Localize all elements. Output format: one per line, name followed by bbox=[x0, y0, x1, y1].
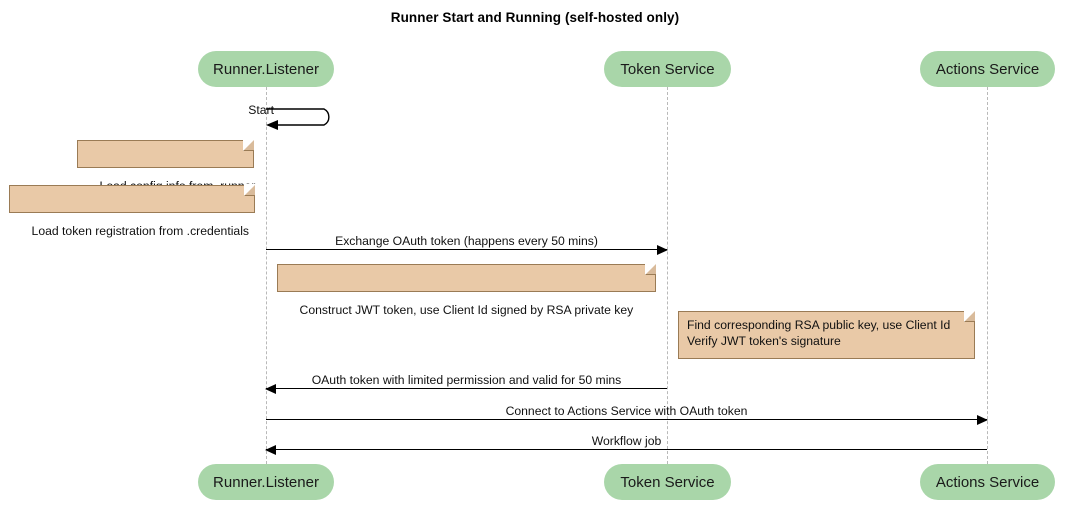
participant-runner-top[interactable]: Runner.Listener bbox=[198, 51, 334, 87]
participant-label: Runner.Listener bbox=[213, 60, 319, 78]
note-load-config: Load config info from .runner bbox=[77, 139, 255, 193]
participant-runner-bottom[interactable]: Runner.Listener bbox=[198, 464, 334, 500]
note-text-line-2: Verify JWT token's signature bbox=[687, 334, 841, 348]
page-title: Runner Start and Running (self-hosted on… bbox=[390, 10, 680, 25]
message-label-oauth-token-response: OAuth token with limited permission and … bbox=[311, 373, 622, 387]
message-label-exchange-oauth-token: Exchange OAuth token (happens every 50 m… bbox=[335, 234, 598, 248]
message-connect-actions-service bbox=[266, 415, 988, 425]
note-load-token-registration: Load token registration from .credential… bbox=[9, 184, 256, 238]
participant-token-bottom[interactable]: Token Service bbox=[604, 464, 731, 500]
arrowhead-right-icon bbox=[977, 415, 988, 425]
lifeline-token bbox=[667, 87, 668, 464]
note-fold-icon bbox=[243, 139, 255, 151]
arrowhead-left-icon bbox=[265, 445, 276, 455]
note-text: Construct JWT token, use Client Id signe… bbox=[299, 303, 634, 317]
note-text: Load token registration from .credential… bbox=[31, 224, 250, 238]
self-message-start bbox=[266, 104, 338, 130]
message-oauth-token-response bbox=[265, 384, 667, 394]
lifeline-runner bbox=[266, 87, 267, 464]
note-verify-jwt: Find corresponding RSA public key, use C… bbox=[678, 310, 976, 359]
message-label-start: Start bbox=[248, 103, 274, 117]
note-text-line-1: Find corresponding RSA public key, use C… bbox=[687, 318, 951, 332]
message-label-connect-actions-service: Connect to Actions Service with OAuth to… bbox=[505, 404, 748, 418]
note-fold-icon bbox=[645, 263, 657, 275]
self-loop-path bbox=[266, 108, 330, 130]
participant-label: Token Service bbox=[620, 473, 715, 491]
lifeline-actions bbox=[987, 87, 988, 464]
participant-token-top[interactable]: Token Service bbox=[604, 51, 731, 87]
participant-label: Actions Service bbox=[935, 60, 1040, 78]
arrowhead-right-icon bbox=[657, 245, 668, 255]
note-fold-icon bbox=[964, 310, 976, 322]
message-exchange-oauth-token bbox=[266, 245, 668, 255]
note-construct-jwt: Construct JWT token, use Client Id signe… bbox=[277, 263, 657, 317]
participant-actions-bottom[interactable]: Actions Service bbox=[920, 464, 1055, 500]
participant-label: Actions Service bbox=[935, 473, 1040, 491]
participant-label: Runner.Listener bbox=[213, 473, 319, 491]
message-workflow-job bbox=[265, 445, 987, 455]
note-fold-icon bbox=[244, 184, 256, 196]
arrowhead-left-icon bbox=[265, 384, 276, 394]
message-label-workflow-job: Workflow job bbox=[591, 434, 662, 448]
participant-actions-top[interactable]: Actions Service bbox=[920, 51, 1055, 87]
participant-label: Token Service bbox=[620, 60, 715, 78]
